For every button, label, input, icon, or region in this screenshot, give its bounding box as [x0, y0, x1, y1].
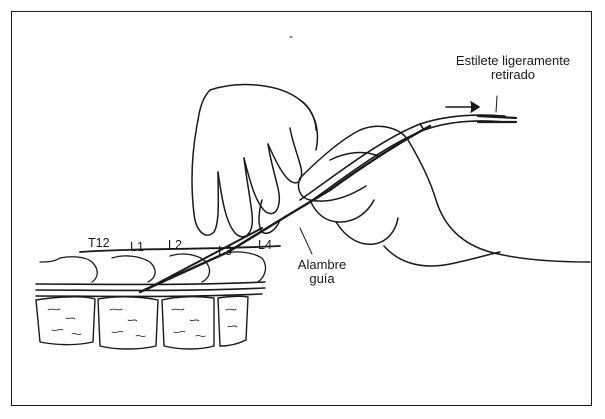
arrow-right-icon [446, 102, 479, 112]
spinal-canal [36, 282, 265, 297]
guidewire-label: Alambre guía [284, 258, 360, 286]
vertebra-label-l4: L4 [258, 238, 272, 252]
right-hand [298, 126, 590, 266]
left-hand [192, 85, 318, 237]
guidewire-leader-line [300, 228, 312, 254]
stylet-tip [478, 116, 516, 122]
catheter-tube [300, 115, 505, 206]
stylet-label-line-1: Estilete ligeramente [438, 54, 588, 68]
vertebra-label-l3: L3 [218, 244, 232, 258]
stylet-label: Estilete ligeramente retirado [438, 54, 588, 82]
stylet-label-line-2: retirado [438, 68, 588, 82]
vertebral-bodies [36, 296, 248, 349]
guidewire-label-line-2: guía [284, 272, 360, 286]
guidewire-label-line-1: Alambre [284, 258, 360, 272]
stylet-leader-line [496, 96, 497, 112]
vertebra-label-l2: L2 [168, 238, 182, 252]
vertebra-label-l1: L1 [130, 240, 144, 254]
vertebra-label-t12: T12 [88, 236, 110, 250]
